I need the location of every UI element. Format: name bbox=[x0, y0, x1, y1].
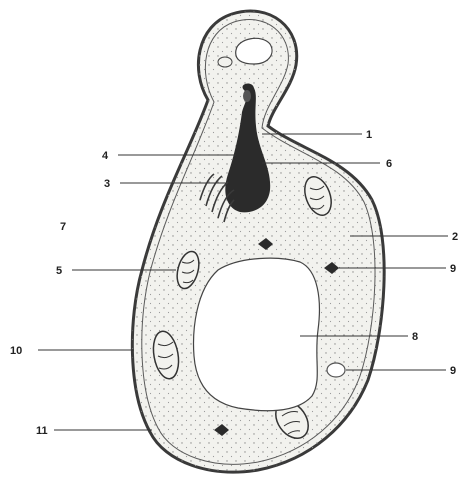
label-11: 11 bbox=[36, 425, 48, 437]
label-3: 3 bbox=[104, 178, 110, 190]
bud-vacuole bbox=[236, 38, 272, 64]
label-1: 1 bbox=[366, 129, 372, 141]
label-8: 8 bbox=[412, 331, 418, 343]
label-2: 2 bbox=[452, 231, 458, 243]
label-9-lower: 9 bbox=[450, 365, 456, 377]
label-4: 4 bbox=[102, 150, 109, 162]
label-10: 10 bbox=[10, 345, 22, 357]
label-6: 6 bbox=[386, 158, 392, 170]
nucleolus bbox=[243, 90, 251, 102]
label-9-upper: 9 bbox=[450, 263, 456, 275]
vesicle bbox=[327, 363, 345, 377]
central-vacuole bbox=[194, 258, 320, 411]
label-5: 5 bbox=[56, 265, 62, 277]
bud-mitochondrion bbox=[218, 57, 232, 67]
label-7: 7 bbox=[60, 221, 66, 233]
